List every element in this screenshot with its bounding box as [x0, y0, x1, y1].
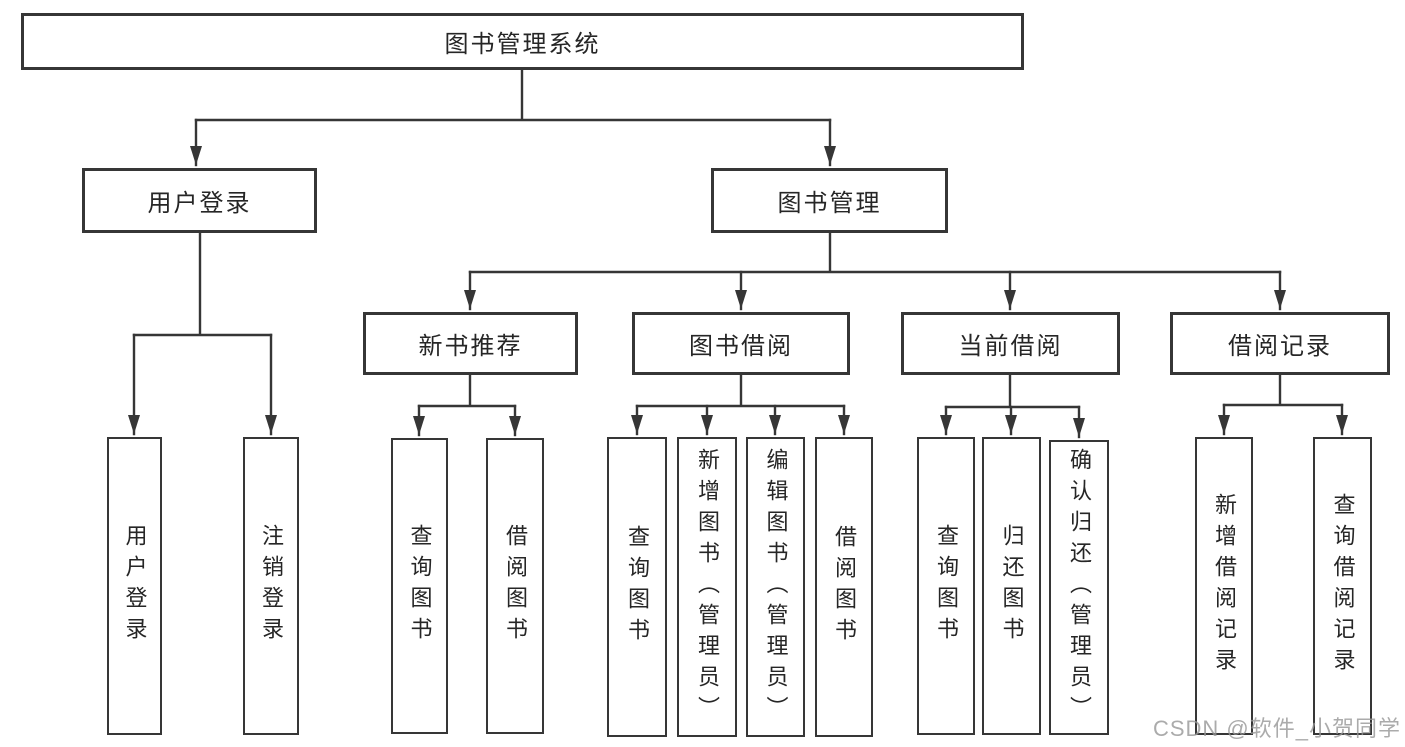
node-label: 归还图书 [999, 524, 1025, 648]
node-leaf-logout: 注销登录 [243, 437, 299, 735]
node-label: 注销登录 [259, 524, 284, 648]
node-label: 图书管理系统 [444, 31, 601, 58]
node-label: 图书借阅 [689, 333, 793, 360]
node-book-borrowing: 图书借阅 [632, 312, 850, 375]
node-leaf-add-books-admin: 新增图书（管理员） [677, 437, 737, 737]
node-label: 查询图书 [407, 524, 433, 648]
node-leaf-add-borrow-record: 新增借阅记录 [1195, 437, 1253, 735]
node-leaf-borrow-books: 借阅图书 [815, 437, 873, 737]
watermark: CSDN @软件_小贺同学 [1152, 716, 1401, 741]
node-label: 借阅图书 [832, 525, 857, 649]
node-leaf-query-books-recommend: 查询图书 [391, 438, 448, 734]
node-label: 查询图书 [625, 525, 650, 649]
node-leaf-query-books-current: 查询图书 [917, 437, 975, 735]
node-label: 编辑图书（管理员） [763, 447, 789, 727]
node-leaf-user-login: 用户登录 [107, 437, 162, 735]
node-label: 用户登录 [122, 524, 148, 648]
node-library-system: 图书管理系统 [21, 13, 1024, 70]
node-label: 用户登录 [147, 190, 252, 217]
node-borrowing-records: 借阅记录 [1170, 312, 1390, 375]
node-label: 新增图书（管理员） [695, 447, 720, 727]
node-leaf-confirm-return-admin: 确认归还（管理员） [1049, 440, 1109, 735]
node-leaf-edit-books-admin: 编辑图书（管理员） [746, 437, 805, 737]
node-leaf-borrow-books-recommend: 借阅图书 [486, 438, 544, 734]
node-label: 借阅图书 [503, 524, 528, 648]
node-label: 借阅记录 [1228, 333, 1332, 360]
node-label: 查询借阅记录 [1330, 493, 1356, 679]
node-label: 当前借阅 [958, 333, 1063, 360]
node-label: 查询图书 [934, 524, 959, 648]
node-leaf-query-borrow-record: 查询借阅记录 [1313, 437, 1372, 735]
node-book-management: 图书管理 [711, 168, 948, 233]
node-label: 确认归还（管理员） [1067, 448, 1092, 727]
node-label: 新书推荐 [418, 333, 523, 360]
node-new-book-recommend: 新书推荐 [363, 312, 578, 375]
node-label: 新增借阅记录 [1212, 493, 1237, 679]
node-leaf-query-books-borrowing: 查询图书 [607, 437, 667, 737]
connector-trunks [132, 68, 1344, 409]
node-leaf-return-books: 归还图书 [982, 437, 1041, 735]
node-label: 图书管理 [777, 190, 882, 217]
node-user-login: 用户登录 [82, 168, 317, 233]
node-current-borrowing: 当前借阅 [901, 312, 1120, 375]
